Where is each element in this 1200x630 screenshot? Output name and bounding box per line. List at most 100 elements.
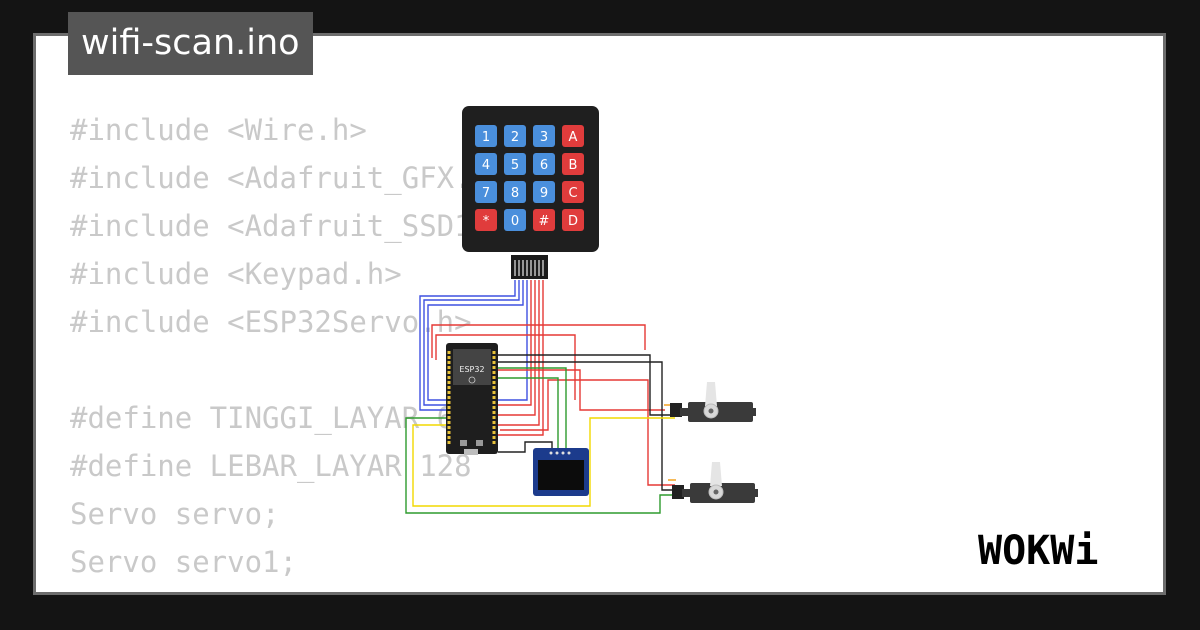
wire-red-4 [498,280,544,436]
keypad-key[interactable]: * [475,209,497,231]
keypad-key[interactable]: A [562,125,584,147]
keypad-key[interactable]: 8 [504,181,526,203]
keypad-key[interactable]: 3 [533,125,555,147]
oled-display[interactable] [533,448,589,496]
wires [405,280,676,514]
keypad-key-face [533,153,555,175]
keypad-key[interactable]: 1 [475,125,497,147]
keypad-key[interactable]: 2 [504,125,526,147]
servo-1-body [688,402,753,422]
esp32-pin [447,351,451,354]
esp32-pin [492,351,496,354]
esp32-pin [447,381,451,384]
esp32-pin [447,396,451,399]
filename-tab[interactable]: wifi-scan.ino [68,12,313,75]
servo-motor-1[interactable] [670,382,756,422]
wire-blue-1 [419,280,516,411]
keypad-key-face [533,209,555,231]
keypad-key-face [504,153,526,175]
keypad-key-label: 8 [511,186,519,201]
keypad-key-label: 4 [482,158,490,173]
keypad-key-label: 7 [482,186,490,201]
wire-blue-3 [427,280,524,401]
keypad-key-label: 1 [482,130,490,145]
esp32-pin [447,401,451,404]
keypad-key-face [562,153,584,175]
esp32-button-boot[interactable] [460,440,467,446]
esp32-button-en[interactable] [476,440,483,446]
keypad-key-label: # [539,214,550,229]
keypad-key-label: 6 [540,158,548,173]
esp32-pin [492,436,496,439]
keypad-key[interactable]: D [562,209,584,231]
keypad-key-face [504,125,526,147]
keypad-key-label: 9 [540,186,548,201]
keypad-key[interactable]: 4 [475,153,497,175]
esp32-pin [447,356,451,359]
servo-2-horn[interactable] [710,462,722,486]
esp32-pin [492,426,496,429]
esp32-board[interactable]: ESP32 [446,343,498,455]
servo-2-connector [672,485,684,499]
servo-motor-2[interactable] [672,462,758,503]
wire-red-3 [498,280,540,426]
wire-black-3 [498,441,553,453]
esp32-pins [447,351,496,444]
servo-1-horn[interactable] [705,382,717,406]
esp32-pin [492,386,496,389]
wire-green-3 [405,417,676,514]
esp32-pin [447,421,451,424]
esp32-pin [492,356,496,359]
wire-green-2 [498,377,559,450]
keypad-key[interactable]: 5 [504,153,526,175]
esp32-pin [492,431,496,434]
wokwi-logo: WOKWi [978,528,1098,574]
esp32-pin [492,391,496,394]
usb-port [464,449,478,455]
esp32-pin [492,401,496,404]
keypad-key[interactable]: 9 [533,181,555,203]
keypad-key[interactable]: 7 [475,181,497,203]
code-line: #include <Keypad.h> [70,257,402,291]
esp32-pin [447,416,451,419]
keypad-key-label: * [483,214,490,229]
keypad-pins [514,260,544,276]
esp32-pin [492,361,496,364]
keypad-key-face [562,181,584,203]
keypad-key-face [475,209,497,231]
keypad-key[interactable]: # [533,209,555,231]
esp32-pin [492,371,496,374]
code-line: Servo servo; [70,497,280,531]
code-line: Adafruit_SSD1306 oled(LEBAR_LAYAR, TINGG… [70,586,1118,592]
keypad-key[interactable]: C [562,181,584,203]
keypad-key-face [504,181,526,203]
wire-yellow-1 [412,417,675,507]
keypad-key-face [475,125,497,147]
keypad-key-label: A [569,130,578,145]
keypad-key-face [562,125,584,147]
wire-blue-2 [423,280,520,406]
keypad-key-label: 5 [511,158,519,173]
esp32-pin [492,396,496,399]
esp32-pin [447,391,451,394]
code-line: #include <Adafruit_GFX.h> [70,161,507,195]
keypad-key[interactable]: 0 [504,209,526,231]
keypad-key-label: C [568,186,577,201]
keypad-key[interactable]: B [562,153,584,175]
esp32-pin [447,431,451,434]
keypad-key[interactable]: 6 [533,153,555,175]
esp32-pin [492,366,496,369]
esp32-pin [492,411,496,414]
esp32-shield [453,349,491,385]
esp32-pin [492,421,496,424]
esp32-pin [492,381,496,384]
wire-black-2 [498,361,675,491]
esp32-pin [447,371,451,374]
esp32-pin [447,411,451,414]
esp32-pin [492,441,496,444]
wire-red-power-2 [435,334,576,400]
keypad-key-face [533,125,555,147]
